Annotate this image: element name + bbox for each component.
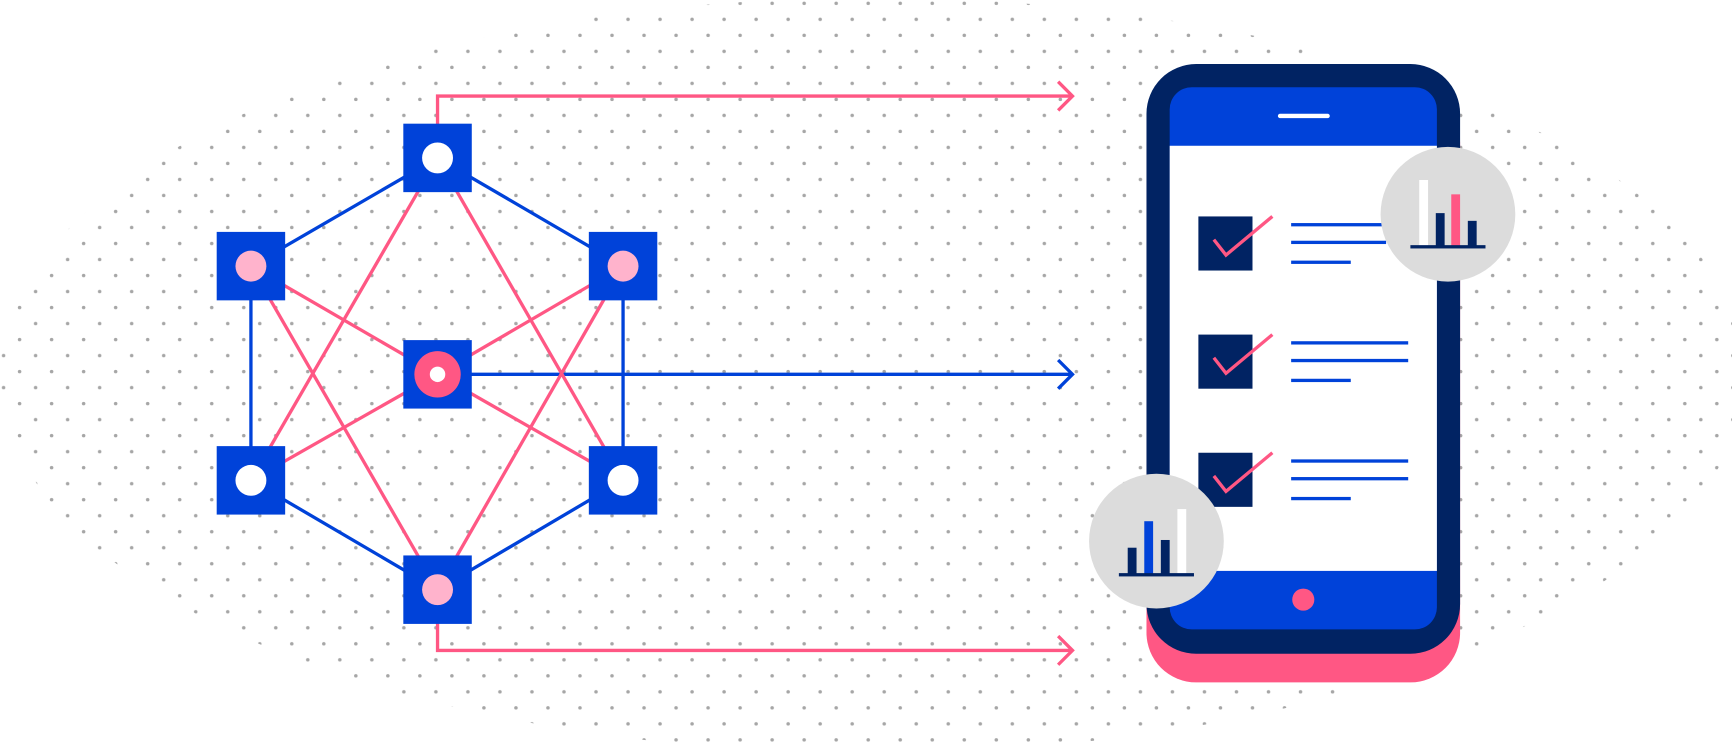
checklist-item	[1198, 333, 1409, 389]
network-nodes	[216, 123, 658, 624]
network-node-icon	[216, 231, 286, 301]
arrow-right-icon	[1056, 80, 1075, 666]
network-node-icon	[588, 446, 658, 515]
checkbox-checked-icon	[1198, 333, 1274, 389]
checklist-item	[1198, 215, 1387, 271]
bar-chart-icon	[1089, 473, 1224, 609]
network-node-icon	[403, 340, 472, 409]
bar-chart-icon	[1380, 146, 1516, 282]
checklist	[1198, 215, 1409, 507]
arrow-right-icon	[1056, 358, 1075, 390]
network-node-icon	[403, 123, 472, 193]
speaker-line	[1277, 113, 1330, 119]
network-node-icon	[588, 231, 658, 301]
checkbox-checked-icon	[1198, 215, 1274, 271]
network-node-icon	[403, 555, 472, 624]
home-button	[1292, 588, 1315, 611]
network-node-icon	[216, 446, 286, 515]
